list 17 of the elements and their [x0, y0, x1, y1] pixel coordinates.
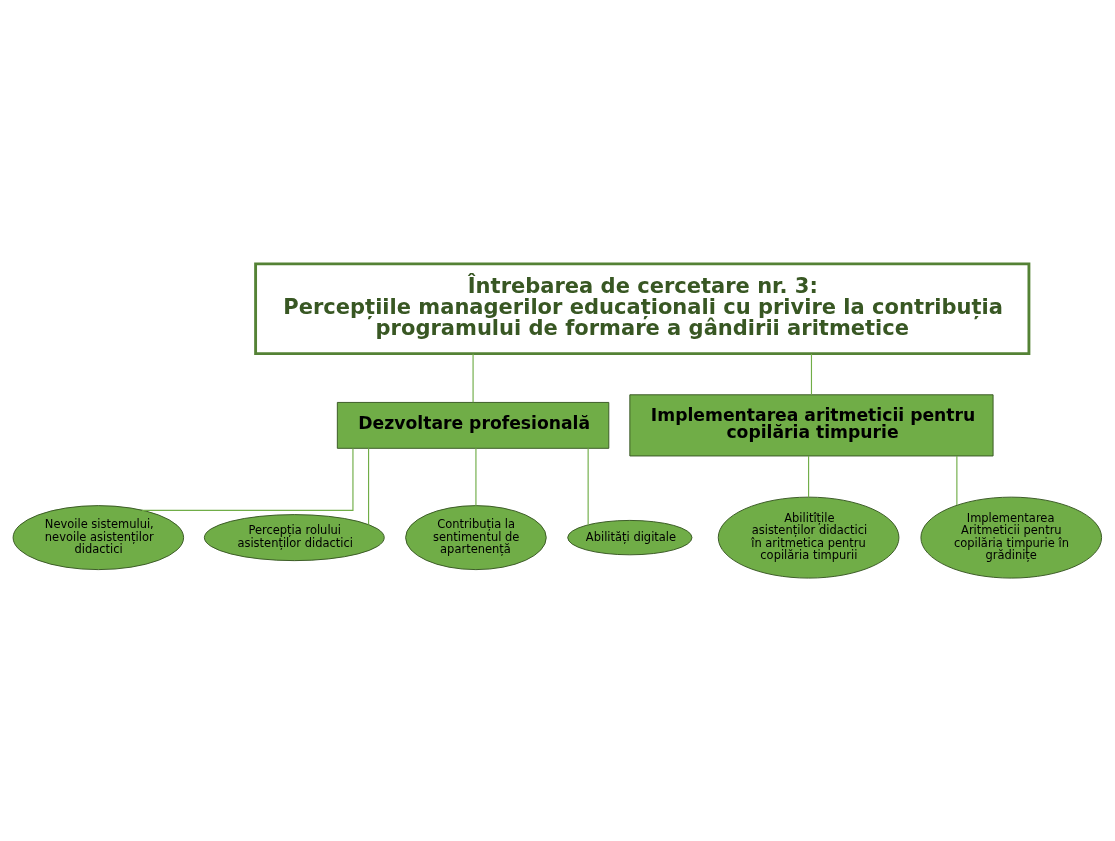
- connector: [956, 454, 958, 506]
- connector: [141, 447, 354, 511]
- connector: [587, 447, 589, 525]
- node-ellipse: Nevoile sistemului, nevoile asistenților didactici: [12, 504, 185, 570]
- node-ellipse: Abilitîțile asistenților didactici în aritmetica pentru copilăria timpurii: [717, 496, 900, 579]
- connector: [472, 352, 474, 403]
- connector: [368, 447, 370, 525]
- node-ellipse: Abilități digitale: [567, 519, 693, 555]
- connector: [808, 454, 810, 497]
- node-box: Dezvoltare profesională: [336, 401, 610, 449]
- node-box: Întrebarea de cercetare nr. 3: Percepțiile managerilor educaționali cu privire la contribuția programului de formare a gândirii aritmetice: [254, 261, 1031, 355]
- node-ellipse: Contribuția la sentimentul de apartenență: [405, 504, 547, 570]
- connector: [475, 447, 477, 506]
- node-box: Implementarea aritmeticii pentru copilăria timpurie: [629, 393, 994, 456]
- connector: [810, 352, 813, 395]
- node-ellipse: Percepția rolului asistenților didactici: [203, 513, 385, 561]
- node-ellipse: Implementarea Aritmeticii pentru copilăria timpurie în grădinițe: [920, 496, 1103, 579]
